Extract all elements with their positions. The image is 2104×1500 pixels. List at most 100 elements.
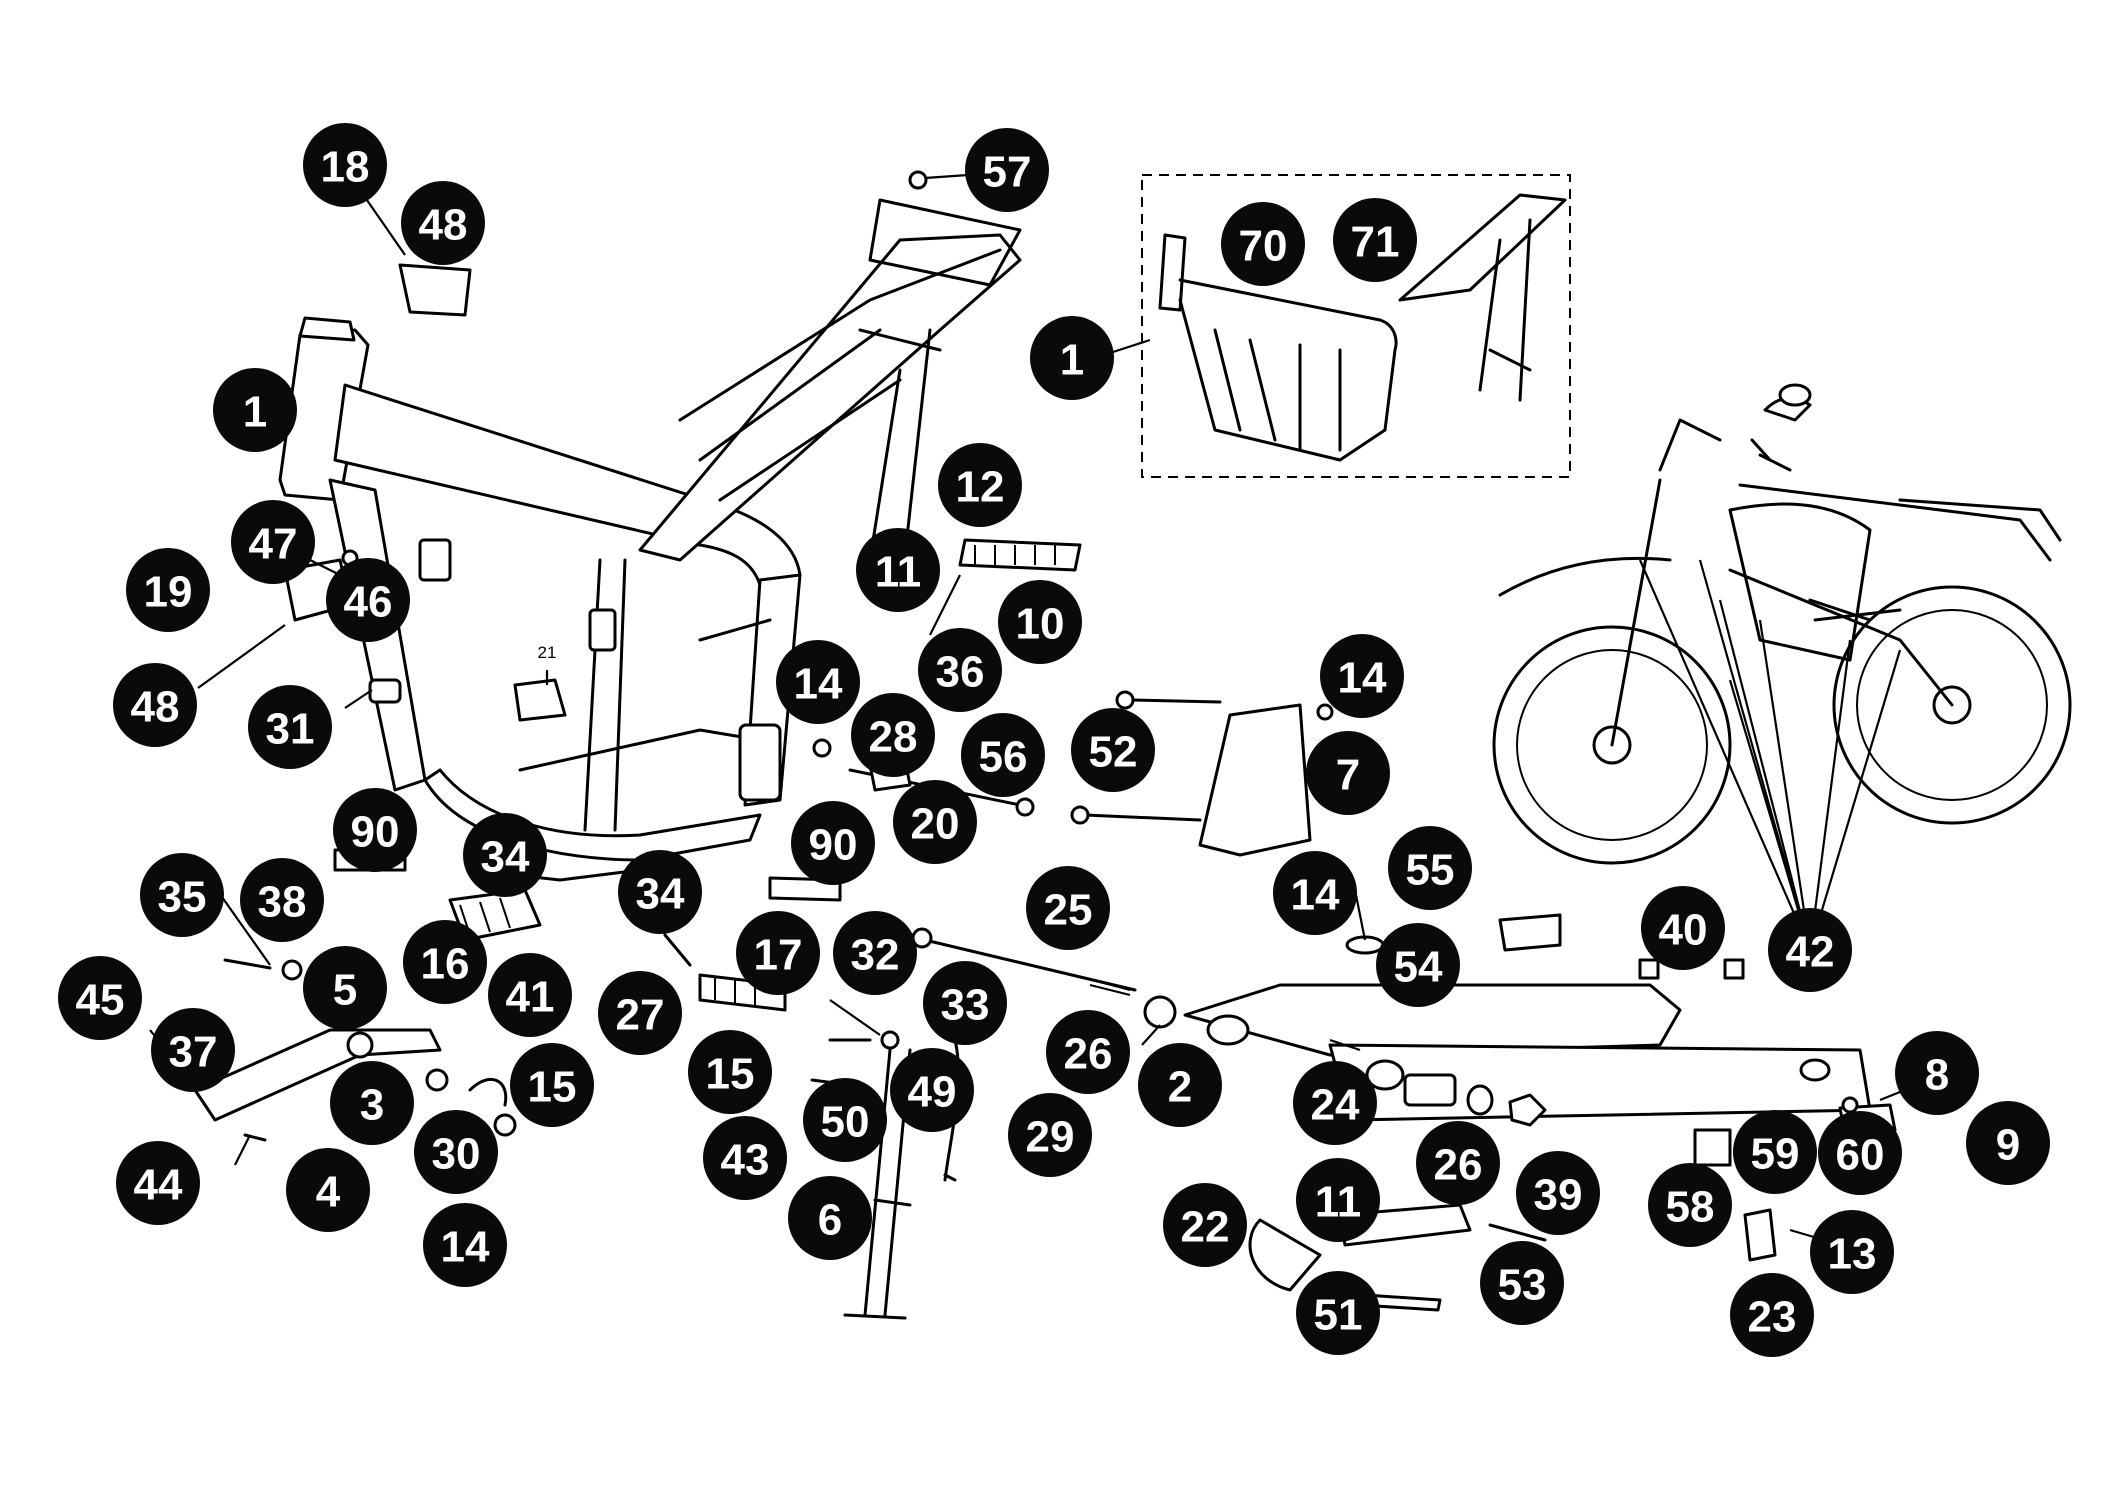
callout-23: 23 [1730,1273,1814,1357]
callout-bubble [1480,1241,1564,1325]
callout-24: 24 [1293,1061,1377,1145]
callout-37: 37 [151,1008,235,1092]
callout-22: 22 [1163,1183,1247,1267]
callout-number: 27 [616,991,665,1040]
callout-26: 26 [1416,1121,1500,1205]
callout-number: 8 [1925,1051,1949,1100]
callout-number: 19 [144,568,193,617]
callout-bubble [1030,316,1114,400]
callout-number: 4 [316,1168,341,1217]
callout-bubble [1306,731,1390,815]
callout-47: 47 [231,500,315,584]
callout-5: 5 [303,946,387,1030]
callout-number: 60 [1836,1131,1885,1180]
callout-number: 29 [1026,1113,1075,1162]
callout-49: 49 [890,1048,974,1132]
callout-bubble [463,813,547,897]
callout-15: 15 [510,1043,594,1127]
callout-number: 31 [266,705,315,754]
callout-number: 39 [1534,1171,1583,1220]
callout-number: 36 [936,648,985,697]
callout-10: 10 [998,580,1082,664]
callout-number: 50 [821,1098,870,1147]
callout-bubble [776,640,860,724]
callout-90: 90 [333,788,417,872]
callout-number: 59 [1751,1130,1800,1179]
callout-number: 32 [851,931,900,980]
callout-25: 25 [1026,866,1110,950]
callout-bubble [788,1176,872,1260]
callout-number: 3 [360,1081,384,1130]
callout-bubble [1388,826,1472,910]
inset-box [1141,174,1571,478]
callout-number: 22 [1181,1203,1230,1252]
callout-3: 3 [330,1061,414,1145]
callout-bubble [1641,886,1725,970]
callout-14: 14 [423,1203,507,1287]
callout-bubble [893,780,977,864]
callout-52: 52 [1071,708,1155,792]
callout-number: 55 [1406,846,1455,895]
callout-16: 16 [403,920,487,1004]
callout-number: 18 [321,143,370,192]
callout-27: 27 [598,971,682,1055]
callout-number: 47 [249,520,298,569]
callout-bubble [401,181,485,265]
callout-bubble [965,128,1049,212]
callout-bubble [1296,1271,1380,1355]
callout-bubble [140,853,224,937]
callout-number: 14 [441,1223,490,1272]
callout-number: 38 [258,878,307,927]
callout-bubble [1273,851,1357,935]
callout-bubble [1730,1273,1814,1357]
callout-bubble [333,788,417,872]
callout-57: 57 [965,128,1049,212]
callout-bubble [113,663,197,747]
callout-number: 48 [131,683,180,732]
callout-70: 70 [1221,202,1305,286]
callout-number: 52 [1089,728,1138,777]
callout-bubble [1648,1163,1732,1247]
callout-bubble [1768,908,1852,992]
callout-number: 57 [983,148,1032,197]
callout-bubble [1416,1121,1500,1205]
callout-45: 45 [58,956,142,1040]
callout-43: 43 [703,1116,787,1200]
callout-7: 7 [1306,731,1390,815]
callout-bubble [151,1008,235,1092]
callout-20: 20 [893,780,977,864]
callout-number: 12 [956,463,1005,512]
callout-9: 9 [1966,1101,2050,1185]
callout-bubble [1138,1043,1222,1127]
callout-number: 35 [158,873,207,922]
callout-bubble [1376,923,1460,1007]
callout-bubble [286,1148,370,1232]
callout-41: 41 [488,953,572,1037]
callout-bubble [1966,1101,2050,1185]
callout-4: 4 [286,1148,370,1232]
callout-bubble [213,368,297,452]
callout-bubble [330,1061,414,1145]
callout-bubble [403,920,487,1004]
callout-number: 15 [706,1050,755,1099]
part-label-21: 21 [538,643,557,662]
callout-bubble [1163,1183,1247,1267]
callout-number: 6 [818,1196,842,1245]
callout-number: 54 [1394,943,1443,992]
callout-14: 14 [1273,851,1357,935]
callout-19: 19 [126,548,210,632]
callout-number: 1 [243,388,267,437]
callout-1: 1 [213,368,297,452]
callout-18: 18 [303,123,387,207]
callout-bubble [938,443,1022,527]
callout-number: 90 [351,808,400,857]
callout-36: 36 [918,628,1002,712]
callout-14: 14 [776,640,860,724]
callout-number: 33 [941,981,990,1030]
callout-number: 1 [1060,336,1084,385]
callout-bubble [248,685,332,769]
callout-number: 10 [1016,600,1065,649]
callout-60: 60 [1818,1111,1902,1195]
callout-11: 11 [856,528,940,612]
